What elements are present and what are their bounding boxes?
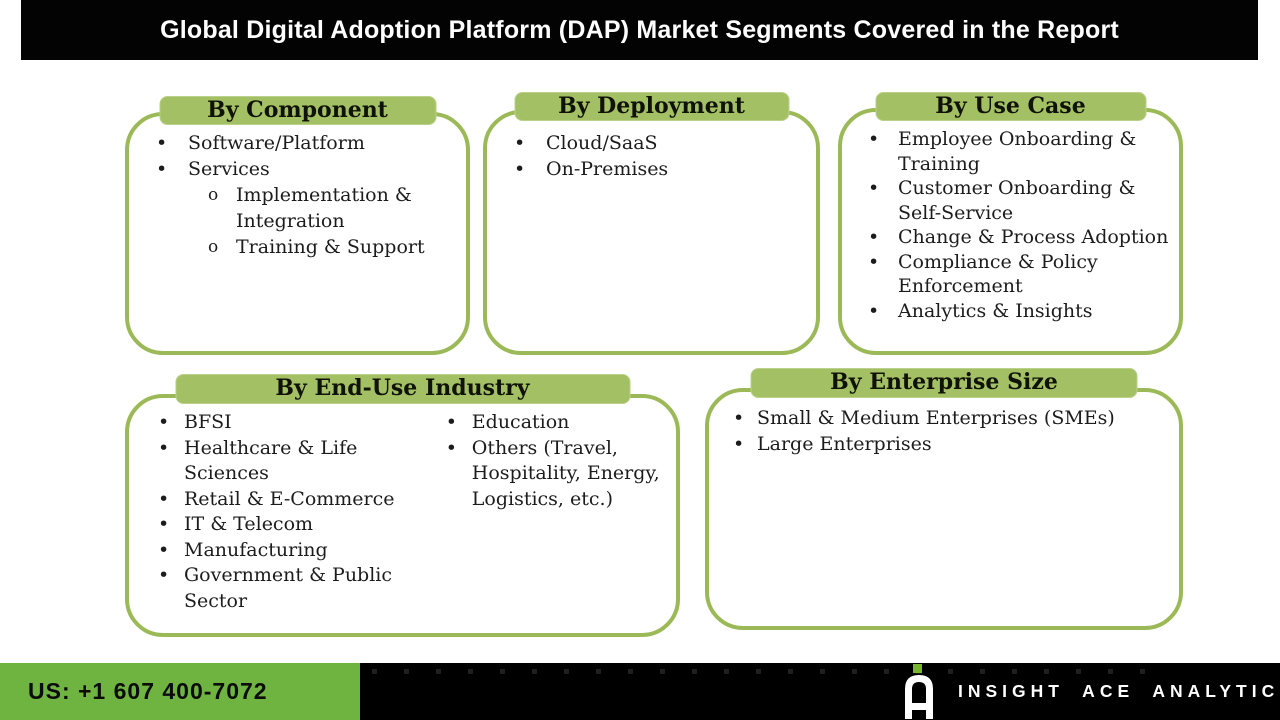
list-item-label: Healthcare & Life Sciences bbox=[184, 436, 358, 485]
segment-box-use-case: By Use Case • Employee Onboarding & Trai… bbox=[838, 92, 1183, 355]
bullet-icon: • bbox=[514, 158, 526, 180]
list-item: • Change & Process Adoption bbox=[862, 225, 1171, 250]
list-item: • Compliance & Policy Enforcement bbox=[862, 250, 1171, 299]
bullet-icon: • bbox=[868, 177, 880, 199]
bullet-icon: • bbox=[445, 411, 457, 433]
list-item-label: Change & Process Adoption bbox=[898, 226, 1169, 248]
list-item: • Employee Onboarding & Training bbox=[862, 127, 1171, 176]
dotted-divider bbox=[372, 669, 1160, 674]
list-item-label: Customer Onboarding & Self-Service bbox=[898, 177, 1136, 224]
list-item: • Others (Travel, Hospitality, Energy, L… bbox=[440, 436, 676, 513]
bullet-icon: • bbox=[158, 538, 170, 561]
list-item-label: Implementation & Integration bbox=[236, 184, 412, 232]
segment-tab-use-case: By Use Case bbox=[875, 92, 1146, 121]
list-item: • Healthcare & Life Sciences bbox=[152, 436, 415, 487]
list-item: • Small & Medium Enterprises (SMEs) bbox=[727, 405, 1169, 431]
bullet-icon: • bbox=[445, 436, 457, 459]
segment-box-enterprise-size: By Enterprise Size • Small & Medium Ente… bbox=[705, 368, 1183, 630]
segment-list: • Cloud/SaaS • On-Premises bbox=[487, 114, 816, 182]
list-item: • Cloud/SaaS bbox=[508, 130, 806, 156]
list-item: • IT & Telecom bbox=[152, 512, 415, 538]
segment-title: By End-Use Industry bbox=[275, 375, 530, 401]
segment-tab-deployment: By Deployment bbox=[514, 92, 789, 121]
industry-column-right: • Education • Others (Travel, Hospitalit… bbox=[415, 410, 676, 614]
list-item: • On-Premises bbox=[508, 156, 806, 182]
list-item-label: On-Premises bbox=[546, 158, 669, 180]
list-item-label: Government & Public Sector bbox=[184, 564, 393, 612]
segment-list: • Small & Medium Enterprises (SMEs) • La… bbox=[709, 392, 1179, 457]
bullet-icon: • bbox=[158, 564, 170, 586]
list-item-label: Compliance & Policy Enforcement bbox=[898, 250, 1098, 298]
sub-list-item: o Implementation & Integration bbox=[206, 182, 456, 234]
bullet-icon: • bbox=[868, 250, 880, 273]
page-title: Global Digital Adoption Platform (DAP) M… bbox=[160, 15, 1119, 44]
list-item-label: Retail & E-Commerce bbox=[184, 487, 395, 510]
bullet-icon: • bbox=[733, 407, 745, 429]
list-item-label: Training & Support bbox=[236, 236, 425, 258]
industry-column-left: • BFSI • Healthcare & Life Sciences • Re… bbox=[129, 410, 415, 614]
list-item: • Retail & E-Commerce bbox=[152, 487, 415, 513]
bullet-icon: • bbox=[868, 299, 880, 322]
bullet-icon: • bbox=[158, 411, 170, 433]
list-item-label: Software/Platform bbox=[188, 132, 365, 154]
logo-green-square-icon bbox=[913, 664, 922, 673]
segment-tab-end-use-industry: By End-Use Industry bbox=[175, 374, 630, 404]
bullet-icon: • bbox=[158, 513, 170, 535]
list-item-label: Others (Travel, Hospitality, Energy, Log… bbox=[471, 436, 660, 510]
list-item: • Large Enterprises bbox=[727, 431, 1169, 457]
bullet-icon: • bbox=[158, 487, 170, 510]
brand-name: INSIGHT ACE ANALYTIC bbox=[958, 681, 1280, 701]
segment-box-deployment: By Deployment • Cloud/SaaS • On-Premises bbox=[483, 92, 820, 355]
bullet-icon: • bbox=[868, 226, 880, 248]
bullet-icon: • bbox=[158, 436, 170, 459]
segment-columns: • BFSI • Healthcare & Life Sciences • Re… bbox=[129, 398, 676, 614]
list-item: • BFSI bbox=[152, 410, 415, 436]
bullet-icon: • bbox=[733, 433, 745, 455]
phone-number: US: +1 607 400-7072 bbox=[28, 678, 268, 704]
segment-tab-component: By Component bbox=[159, 96, 436, 125]
list-item: • Government & Public Sector bbox=[152, 563, 415, 614]
list-item-label: Education bbox=[471, 411, 570, 433]
list-item: • Education bbox=[440, 410, 676, 436]
circle-bullet-icon: o bbox=[208, 237, 219, 257]
list-item-label: Analytics & Insights bbox=[898, 299, 1093, 322]
segment-box-end-use-industry: By End-Use Industry • BFSI • Healthcare … bbox=[125, 374, 680, 637]
bullet-icon: • bbox=[868, 128, 880, 150]
bullet-icon: • bbox=[514, 132, 526, 154]
circle-bullet-icon: o bbox=[208, 185, 219, 205]
segment-title: By Deployment bbox=[558, 92, 745, 119]
list-item-label: Cloud/SaaS bbox=[546, 132, 658, 154]
segment-title: By Component bbox=[207, 96, 388, 123]
list-item-label: Services bbox=[188, 158, 270, 180]
list-item-label: Large Enterprises bbox=[757, 433, 932, 455]
segment-list: • Software/Platform • Services o Impleme… bbox=[129, 116, 466, 260]
list-item: • Services bbox=[150, 156, 456, 182]
list-item: • Software/Platform bbox=[150, 130, 456, 156]
header-bar: Global Digital Adoption Platform (DAP) M… bbox=[21, 0, 1258, 60]
list-item-label: IT & Telecom bbox=[184, 513, 314, 535]
segment-list: • Employee Onboarding & Training • Custo… bbox=[842, 112, 1179, 323]
list-item: • Manufacturing bbox=[152, 538, 415, 564]
list-item: • Customer Onboarding & Self-Service bbox=[862, 176, 1171, 225]
sub-list-item: o Training & Support bbox=[206, 234, 456, 260]
footer-phone-bar: US: +1 607 400-7072 bbox=[0, 663, 360, 720]
footer-brand-bar: INSIGHT ACE ANALYTIC bbox=[360, 663, 1280, 720]
list-item-label: Small & Medium Enterprises (SMEs) bbox=[757, 407, 1115, 429]
insight-ace-logo-icon bbox=[905, 663, 935, 720]
bullet-icon: • bbox=[156, 158, 168, 180]
list-item-label: Employee Onboarding & Training bbox=[898, 128, 1137, 175]
bullet-icon: • bbox=[156, 132, 168, 154]
segment-tab-enterprise-size: By Enterprise Size bbox=[750, 368, 1138, 398]
segment-box-component: By Component • Software/Platform • Servi… bbox=[125, 96, 470, 355]
list-item-label: BFSI bbox=[184, 411, 232, 433]
logo-a-glyph-icon bbox=[905, 675, 933, 719]
list-item: • Analytics & Insights bbox=[862, 299, 1171, 324]
segment-title: By Use Case bbox=[935, 92, 1086, 119]
segment-title: By Enterprise Size bbox=[830, 369, 1058, 395]
list-item-label: Manufacturing bbox=[184, 538, 328, 561]
